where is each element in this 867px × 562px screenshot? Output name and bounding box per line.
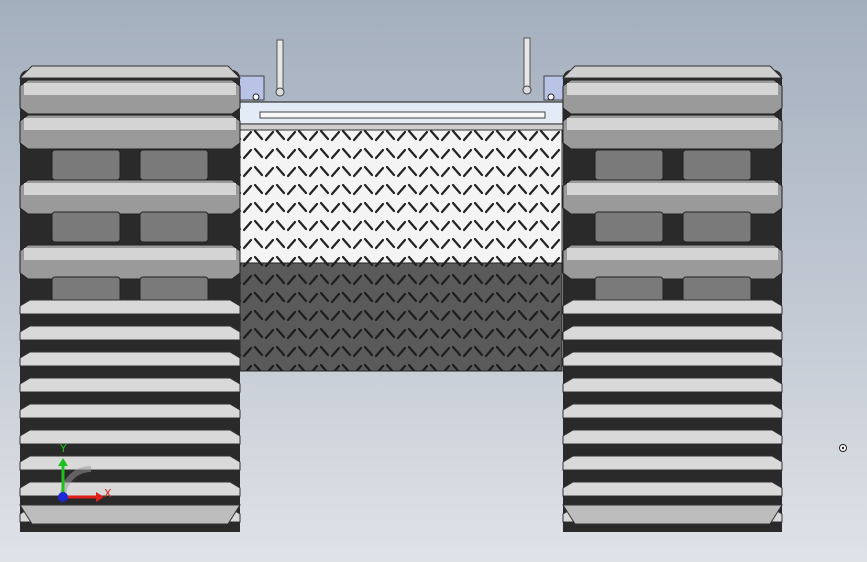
track-groove [563,444,782,454]
track-groove [563,392,782,402]
track-cleat-lower [19,481,241,497]
track-cleat-lower [562,429,783,445]
road-wheel [51,211,121,243]
track-cleat-highlight [24,83,236,95]
x-axis-label: X [104,487,112,500]
y-axis-label: Y [59,442,67,455]
track-groove [20,392,240,402]
origin-marker-icon [839,444,847,452]
track-cap [18,65,242,79]
track-cleat-lower [562,455,783,471]
track-cleat-lower [562,351,783,367]
track-cleat-highlight [567,248,778,260]
track-groove [563,496,782,506]
track-groove [20,522,240,532]
track-groove [20,470,240,480]
track-cleat-lower [19,299,241,315]
track-groove [20,444,240,454]
track-cleat-highlight [24,248,236,260]
diamond-plate-bottom [239,262,563,372]
road-wheel [51,149,121,181]
track-groove [20,418,240,428]
track-cleat-lower [19,325,241,341]
track-cleat-lower [562,325,783,341]
track-cleat-lower [562,377,783,393]
road-wheel [139,211,209,243]
track-cleat-lower [19,403,241,419]
top-rail [237,101,564,131]
diamond-plate-top [239,129,563,264]
track-cleat-lower [562,299,783,315]
track-groove [563,314,782,324]
track-cleat-highlight [567,183,778,195]
track-cleat-highlight [567,83,778,95]
track-cap [561,65,784,79]
track-groove [563,470,782,480]
track-cleat-lower [562,403,783,419]
track-cleat-lower [19,377,241,393]
track-cleat-highlight [24,118,236,130]
track-cap-bottom [19,504,241,525]
track-groove [563,522,782,532]
track-cleat-highlight [24,183,236,195]
track-cleat-lower [19,429,241,445]
track-groove [20,496,240,506]
x-axis-arrowhead [96,492,104,502]
road-wheel [139,149,209,181]
y-axis-arrowhead [58,458,68,466]
track-groove [563,340,782,350]
road-wheel [682,211,752,243]
track-groove [20,314,240,324]
track-groove [20,340,240,350]
track-groove [563,366,782,376]
road-wheel [594,211,664,243]
antenna-rod-left [275,39,285,97]
antenna-rod-right [522,37,532,95]
track-groove [20,366,240,376]
track-cleat-highlight [567,118,778,130]
road-wheel [594,149,664,181]
track-cap-bottom [562,504,783,525]
track-cleat-lower [562,481,783,497]
track-right [561,65,784,532]
track-cleat-lower [19,455,241,471]
axis-triad: X Y [58,442,112,502]
z-axis-dot [58,492,68,502]
track-groove [563,418,782,428]
road-wheel [682,149,752,181]
track-left [18,65,242,532]
track-cleat-lower [19,351,241,367]
